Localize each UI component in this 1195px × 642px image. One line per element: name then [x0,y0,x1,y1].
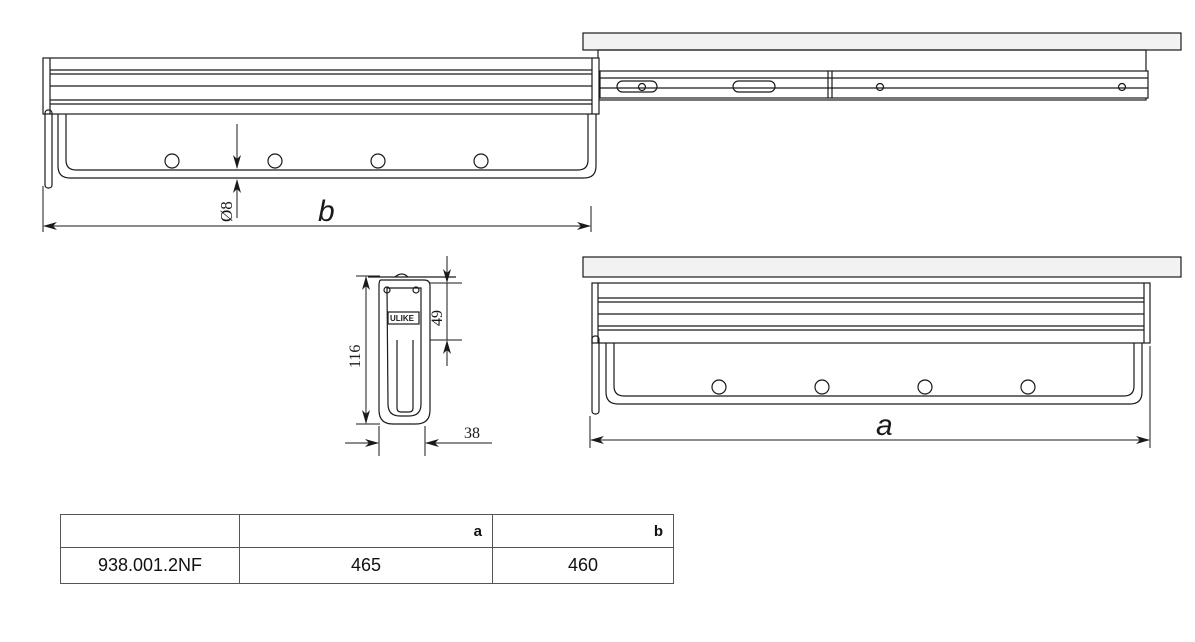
retracted-rack-view [582,256,1182,415]
cell-a: 465 [239,547,493,584]
end-post [44,109,53,189]
height-total-label: 116 [347,345,364,368]
slide-rail [599,70,1149,99]
width-a-label: a [876,409,893,442]
product-badge: ULIKE [390,314,415,323]
header-model [60,514,240,548]
width-b-label: b [318,195,335,228]
width-38-label: 38 [464,425,480,442]
header-b: b [492,514,674,548]
profile-outer [378,279,431,425]
width-38-dimension [345,426,492,456]
table-row: 938.001.2NF 465 460 [60,547,674,584]
width-b-dimension [42,186,592,232]
height-total-dimension [356,275,380,425]
hanging-rod [57,114,597,179]
height-head-dimension [430,256,462,366]
dimension-table: a b 938.001.2NF 465 460 [60,514,674,584]
cell-model: 938.001.2NF [60,547,240,584]
rod-diameter-label: Ø8 [217,201,236,222]
side-profile-view [368,273,456,425]
table-header-row: a b [60,514,674,548]
end-post-retracted [591,335,600,415]
shelf-board [582,32,1182,51]
header-a: a [239,514,493,548]
height-head-label: 49 [429,310,446,326]
width-a-dimension [589,346,1151,448]
shelf-board-retracted [582,256,1182,278]
extended-rack-view [42,32,1182,189]
badge-box [387,311,420,325]
hanging-rod-retracted [605,343,1143,405]
rack-extrusion-retracted [591,282,1151,344]
cell-b: 460 [492,547,674,584]
